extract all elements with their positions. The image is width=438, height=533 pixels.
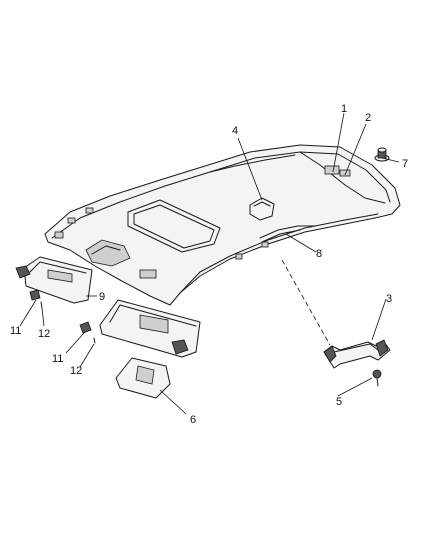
callout-11-left: 11	[10, 325, 21, 337]
callout-11-right: 11	[52, 353, 63, 365]
callout-2: 2	[365, 112, 371, 124]
front-edge-clips	[54, 207, 269, 279]
sun-visor-left	[15, 256, 93, 304]
visor-clip-right	[79, 321, 96, 344]
wire-harness-part-8	[259, 225, 317, 243]
callout-5: 5	[336, 396, 342, 408]
callout-3: 3	[386, 293, 392, 305]
visor-clip-left	[29, 289, 43, 309]
visor-bracket-part-6	[115, 357, 171, 399]
callout-7: 7	[402, 158, 408, 170]
sunroof-opening	[127, 199, 221, 253]
callout-12-left: 12	[38, 328, 50, 340]
grab-handle-part-3	[323, 339, 391, 369]
bracket-part-4	[249, 197, 275, 221]
leader-lines	[19, 112, 400, 415]
callout-8: 8	[316, 248, 322, 260]
callout-1: 1	[341, 103, 347, 115]
assembly-line-handle	[281, 259, 331, 346]
sun-visor-right	[99, 299, 201, 358]
rear-clips	[324, 165, 351, 177]
headliner-panel	[44, 144, 401, 306]
callout-9: 9	[99, 291, 105, 303]
callout-12-right: 12	[70, 365, 82, 377]
push-pin-part-7	[374, 147, 390, 162]
screw-part-5	[372, 369, 382, 387]
callout-6: 6	[190, 414, 196, 426]
callout-labels: 1 2 3 4 5 6 7 8 9 11 12 11 12	[10, 103, 408, 426]
overhead-console	[85, 239, 131, 267]
callout-4: 4	[232, 125, 238, 137]
